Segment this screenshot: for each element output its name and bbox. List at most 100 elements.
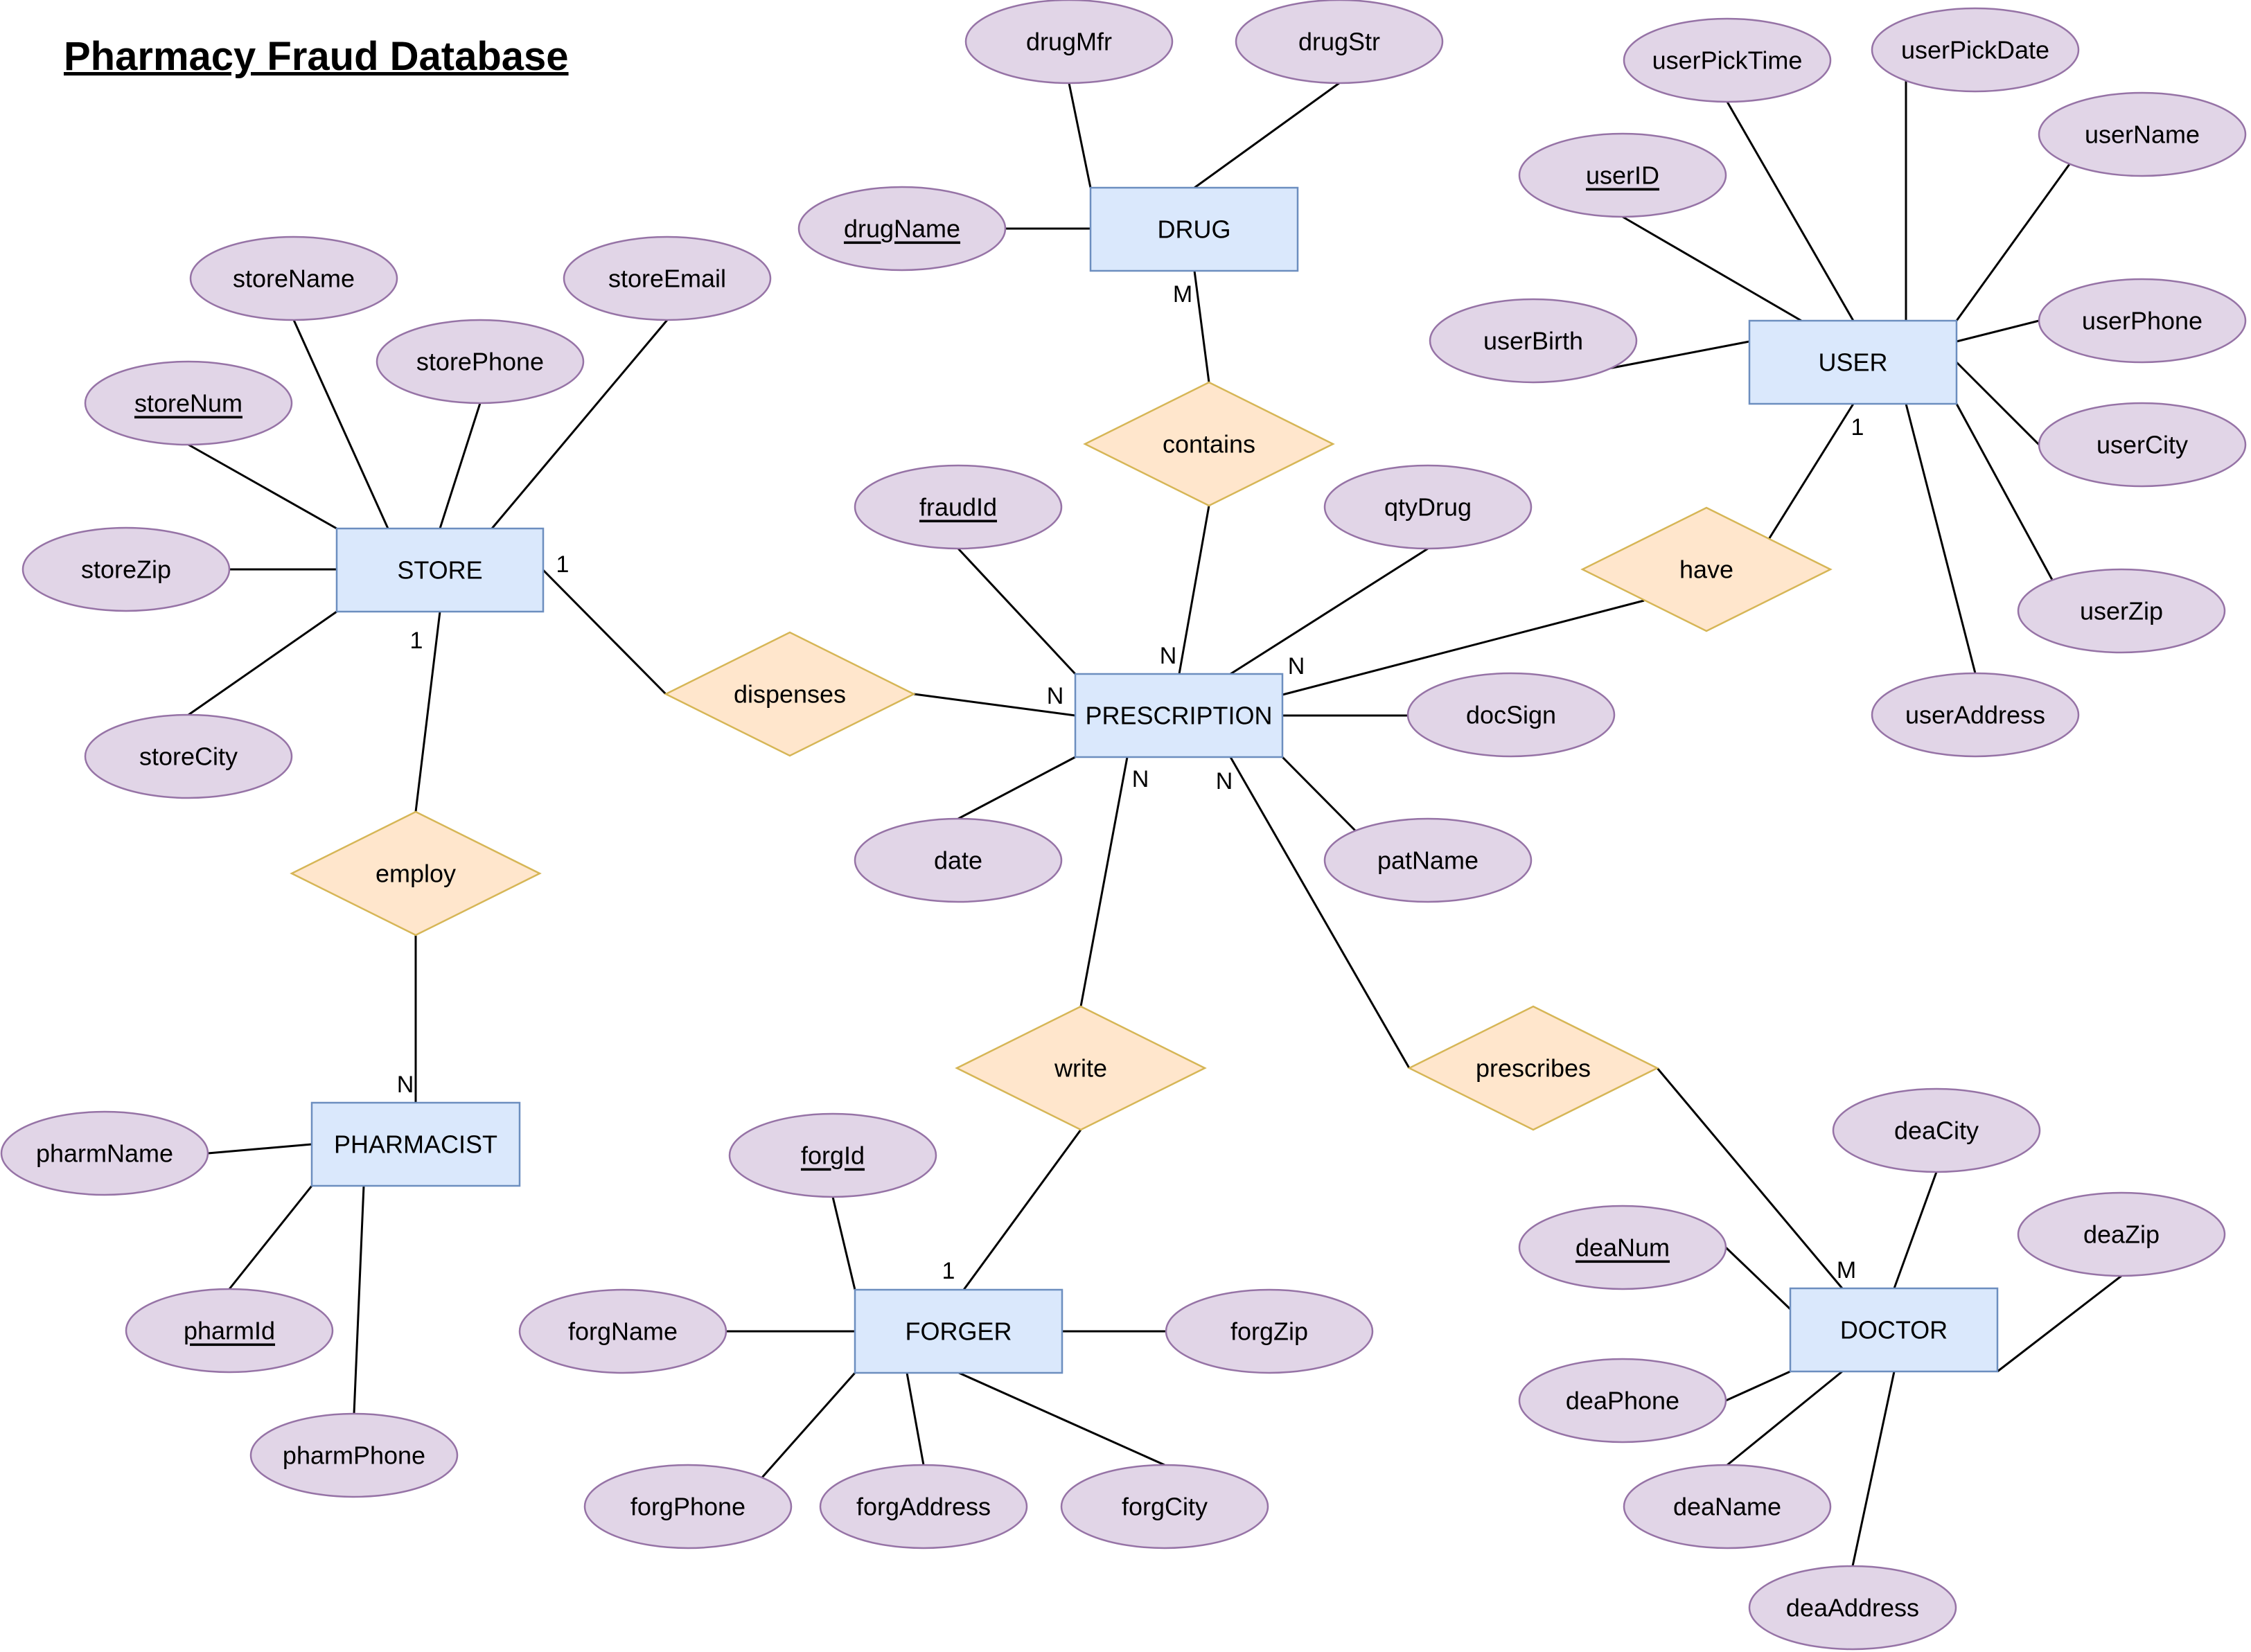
cardinality-doctor-prescribes: M — [1837, 1257, 1856, 1284]
attribute-label: docSign — [1466, 701, 1556, 729]
attribute-label: drugName — [844, 215, 960, 243]
connector-line — [831, 1196, 856, 1290]
attribute-shape — [854, 464, 1063, 550]
attribute-label: qtyDrug — [1384, 493, 1472, 522]
attribute-shape — [249, 1412, 459, 1498]
connector-line — [414, 611, 441, 812]
attribute-label: drugMfr — [1026, 28, 1112, 56]
entity-label: PRESCRIPTION — [1085, 702, 1272, 730]
attribute-drugMfr: drugMfr — [964, 0, 1174, 85]
attribute-deaNum: deaNum — [1518, 1205, 1727, 1290]
attribute-deaCity: deaCity — [1832, 1087, 2041, 1173]
cardinality-drug-contains: M — [1173, 281, 1192, 308]
connector-line — [188, 610, 337, 716]
attribute-storeZip: storeZip — [21, 526, 231, 612]
attribute-shape — [1518, 1205, 1727, 1290]
entity-label: USER — [1818, 348, 1887, 377]
connector-line — [1178, 505, 1210, 675]
relationship-label: employ — [376, 860, 456, 888]
attribute-shape — [1832, 1087, 2041, 1173]
connector-line — [761, 1372, 856, 1478]
attribute-label: storeNum — [134, 389, 242, 418]
connector-line — [1079, 756, 1129, 1007]
attribute-label: deaNum — [1575, 1234, 1670, 1262]
entity-prescription: PRESCRIPTION — [1074, 673, 1284, 758]
attribute-shape — [0, 1110, 209, 1196]
attribute-shape — [563, 236, 772, 321]
attribute-shape — [1623, 17, 1832, 103]
attribute-label: forgZip — [1230, 1317, 1308, 1346]
attribute-label: userName — [2085, 121, 2200, 149]
attribute-shape — [1518, 132, 1727, 218]
attribute-label: fraudId — [919, 493, 997, 522]
attribute-shape — [1323, 464, 1533, 550]
attribute-storeName: storeName — [189, 236, 398, 321]
attribute-shape — [2017, 1191, 2226, 1277]
attribute-shape — [84, 713, 293, 799]
cardinality-prescription-contains: N — [1160, 643, 1177, 669]
attribute-pharmPhone: pharmPhone — [249, 1412, 459, 1498]
attribute-shape — [1871, 672, 2080, 758]
connector-line — [1281, 756, 1357, 832]
attribute-shape — [1235, 0, 1444, 85]
attribute-docSign: docSign — [1406, 672, 1616, 758]
attribute-label: userZip — [2080, 597, 2163, 625]
entity-drug: DRUG — [1089, 186, 1299, 272]
entity-label: FORGER — [905, 1317, 1012, 1346]
attribute-shape — [2038, 91, 2247, 177]
attribute-forgPhone: forgPhone — [583, 1464, 793, 1549]
attribute-shape — [1165, 1288, 1374, 1374]
relationship-have: have — [1580, 506, 1833, 632]
connector-line — [1727, 1370, 1843, 1466]
attribute-label: userID — [1586, 161, 1659, 190]
cardinality-user-have: 1 — [1851, 414, 1864, 441]
entity-store: STORE — [335, 527, 545, 613]
entity-shape — [335, 527, 545, 613]
connector-line — [491, 319, 669, 529]
connector-line — [1194, 82, 1340, 189]
entity-shape — [1089, 186, 1299, 272]
connector-line — [1193, 270, 1210, 383]
attribute-forgId: forgId — [728, 1112, 937, 1198]
connector-line — [957, 756, 1076, 820]
attribute-label: storeName — [233, 265, 355, 293]
connector-line — [1956, 319, 2040, 343]
attribute-forgAddress: forgAddress — [819, 1464, 1028, 1549]
relationship-dispenses: dispenses — [664, 631, 916, 757]
attribute-storePhone: storePhone — [376, 319, 585, 405]
attribute-drugStr: drugStr — [1235, 0, 1444, 85]
connector-line — [188, 443, 337, 530]
connector-line — [353, 1185, 365, 1414]
connector-line — [1608, 340, 1750, 370]
attribute-label: userPickTime — [1652, 46, 1803, 75]
connector-line — [1997, 1274, 2122, 1373]
entity-shape — [1789, 1287, 1999, 1373]
attribute-shape — [2038, 402, 2247, 488]
attribute-label: forgId — [801, 1142, 865, 1170]
attribute-shape — [1623, 1464, 1832, 1549]
cardinality-pharmacist-employ: N — [397, 1072, 414, 1098]
attribute-shape — [797, 186, 1007, 272]
connector-line — [228, 1185, 313, 1290]
relationship-label: write — [1054, 1054, 1107, 1083]
attribute-shape — [583, 1464, 793, 1549]
relationship-contains: contains — [1083, 381, 1335, 507]
attribute-label: userBirth — [1483, 327, 1583, 355]
attribute-shape — [1406, 672, 1616, 758]
attribute-userName: userName — [2038, 91, 2247, 177]
connector-line — [1068, 82, 1092, 188]
connector-line — [1767, 403, 1855, 541]
entity-label: DOCTOR — [1840, 1316, 1948, 1344]
connector-line — [439, 402, 482, 529]
connector-line — [292, 319, 389, 529]
attribute-label: deaZip — [2083, 1220, 2160, 1249]
attribute-shape — [21, 526, 231, 612]
connector-line — [906, 1372, 925, 1466]
connector-line — [1955, 361, 2040, 446]
attribute-label: drugStr — [1298, 28, 1380, 56]
attribute-qtyDrug: qtyDrug — [1323, 464, 1533, 550]
attribute-label: pharmPhone — [283, 1441, 425, 1470]
cardinality-store-dispenses: 1 — [556, 551, 570, 578]
connector-line — [1622, 215, 1802, 322]
attribute-shape — [2017, 568, 2226, 654]
